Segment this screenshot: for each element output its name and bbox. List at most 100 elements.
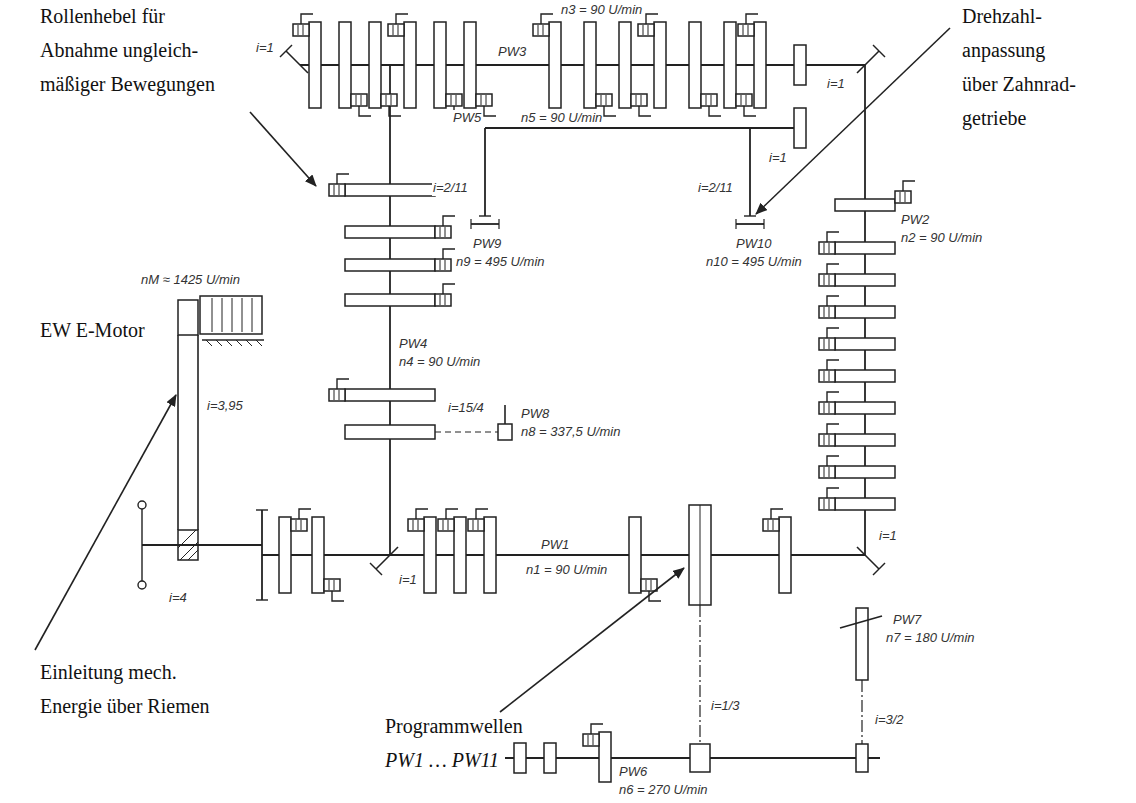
- shaft-pw3: [300, 64, 865, 66]
- bevel-gear-symbol: [857, 51, 879, 73]
- gear-line: [256, 509, 268, 510]
- roller-symbol: [819, 498, 835, 510]
- roller-lever: [443, 249, 455, 259]
- drawing-annotation: n5 = 90 U/min: [520, 110, 603, 126]
- gear-symbol: [794, 108, 806, 148]
- roller-detail: [456, 95, 457, 105]
- shaft-pw5: [485, 127, 806, 129]
- roller-detail: [606, 95, 607, 105]
- roller-detail: [829, 243, 830, 253]
- roller-detail: [651, 580, 652, 590]
- ground-hatch: [246, 340, 252, 346]
- gear-mesh-line: [435, 431, 498, 432]
- gear-symbol: [690, 744, 710, 772]
- roller-symbol: [819, 370, 835, 382]
- ground-hatch: [216, 340, 222, 346]
- gear-symbol: [835, 199, 895, 211]
- roller-detail: [440, 295, 441, 305]
- roller-detail: [824, 243, 825, 253]
- roller-detail: [646, 580, 647, 590]
- gear-symbol: [339, 22, 351, 108]
- motor-fin: [232, 298, 233, 332]
- drawing-annotation: PW6: [618, 764, 648, 780]
- roller-symbol: [381, 94, 397, 106]
- roller-detail: [824, 403, 825, 413]
- roller-symbol: [446, 94, 462, 106]
- gear-symbol: [835, 338, 895, 350]
- roller-lever: [443, 216, 455, 226]
- roller-symbol: [476, 94, 492, 106]
- drawing-annotation: n9 = 495 U/min: [455, 254, 546, 270]
- roller-detail: [339, 185, 340, 195]
- gear-symbol: [856, 608, 868, 680]
- roller-lever: [299, 509, 311, 519]
- callout-text: EW E-Motor: [40, 318, 145, 342]
- roller-detail: [588, 735, 589, 745]
- callout-text: Einleitung mech.: [40, 660, 177, 684]
- gear-symbol: [484, 517, 496, 593]
- roller-detail: [298, 25, 299, 35]
- drawing-annotation: n8 = 337,5 U/min: [520, 424, 621, 440]
- drawing-annotation: PW10: [735, 236, 772, 252]
- gear-symbol: [404, 22, 416, 108]
- drawing-annotation: PW4: [398, 336, 428, 352]
- drawing-annotation: i=1: [255, 40, 275, 56]
- roller-symbol: [763, 519, 779, 531]
- gear-symbol: [424, 517, 436, 593]
- roller-lever: [827, 296, 839, 306]
- roller-symbol: [388, 24, 404, 36]
- roller-lever: [591, 724, 603, 734]
- roller-detail: [829, 467, 830, 477]
- roller-detail: [334, 185, 335, 195]
- roller-lever: [639, 106, 651, 116]
- gear-symbol: [856, 744, 868, 772]
- roller-detail: [900, 192, 901, 202]
- gear-symbol: [549, 22, 561, 108]
- roller-detail: [824, 499, 825, 509]
- gear-symbol: [835, 370, 895, 382]
- gear-symbol: [754, 22, 766, 108]
- drawing-annotation: i=2/11: [697, 180, 734, 196]
- roller-detail: [905, 192, 906, 202]
- roller-symbol: [351, 94, 367, 106]
- gear-symbol: [835, 306, 895, 318]
- ground-hatch: [206, 340, 212, 346]
- roller-lever: [827, 456, 839, 466]
- roller-lever: [389, 106, 401, 116]
- callout-text: Rollenhebel für: [40, 4, 165, 28]
- roller-lever: [446, 509, 458, 519]
- gear-symbol: [654, 22, 666, 108]
- leader-arrow: [35, 395, 176, 650]
- roller-symbol: [468, 519, 484, 531]
- drawing-annotation: PW5: [452, 110, 482, 126]
- roller-detail: [393, 25, 394, 35]
- shaft-short: [735, 219, 736, 229]
- bevel-gear-symbol: [286, 45, 292, 51]
- roller-symbol: [641, 579, 657, 591]
- roller-detail: [445, 260, 446, 270]
- gear-line: [744, 215, 756, 216]
- roller-symbol: [819, 434, 835, 446]
- roller-detail: [829, 435, 830, 445]
- gear-symbol: [454, 517, 466, 593]
- ground-hatch: [236, 340, 242, 346]
- roller-symbol: [435, 226, 451, 238]
- bevel-gear-symbol: [879, 51, 885, 57]
- drawing-annotation: PW7: [892, 612, 922, 628]
- roller-detail: [356, 95, 357, 105]
- belt-line: [177, 335, 179, 530]
- roller-symbol: [329, 389, 345, 401]
- belt-pulley: [178, 300, 198, 335]
- gear-symbol: [309, 22, 321, 108]
- roller-detail: [481, 95, 482, 105]
- gear-line: [261, 510, 263, 600]
- roller-symbol: [596, 94, 612, 106]
- roller-symbol: [631, 94, 647, 106]
- bevel-gear-symbol: [879, 563, 885, 569]
- leader-arrow: [500, 568, 684, 712]
- roller-symbol: [329, 184, 345, 196]
- gear-symbol: [345, 294, 435, 306]
- roller-symbol: [819, 306, 835, 318]
- leader-arrow: [756, 28, 950, 214]
- roller-lever: [827, 488, 839, 498]
